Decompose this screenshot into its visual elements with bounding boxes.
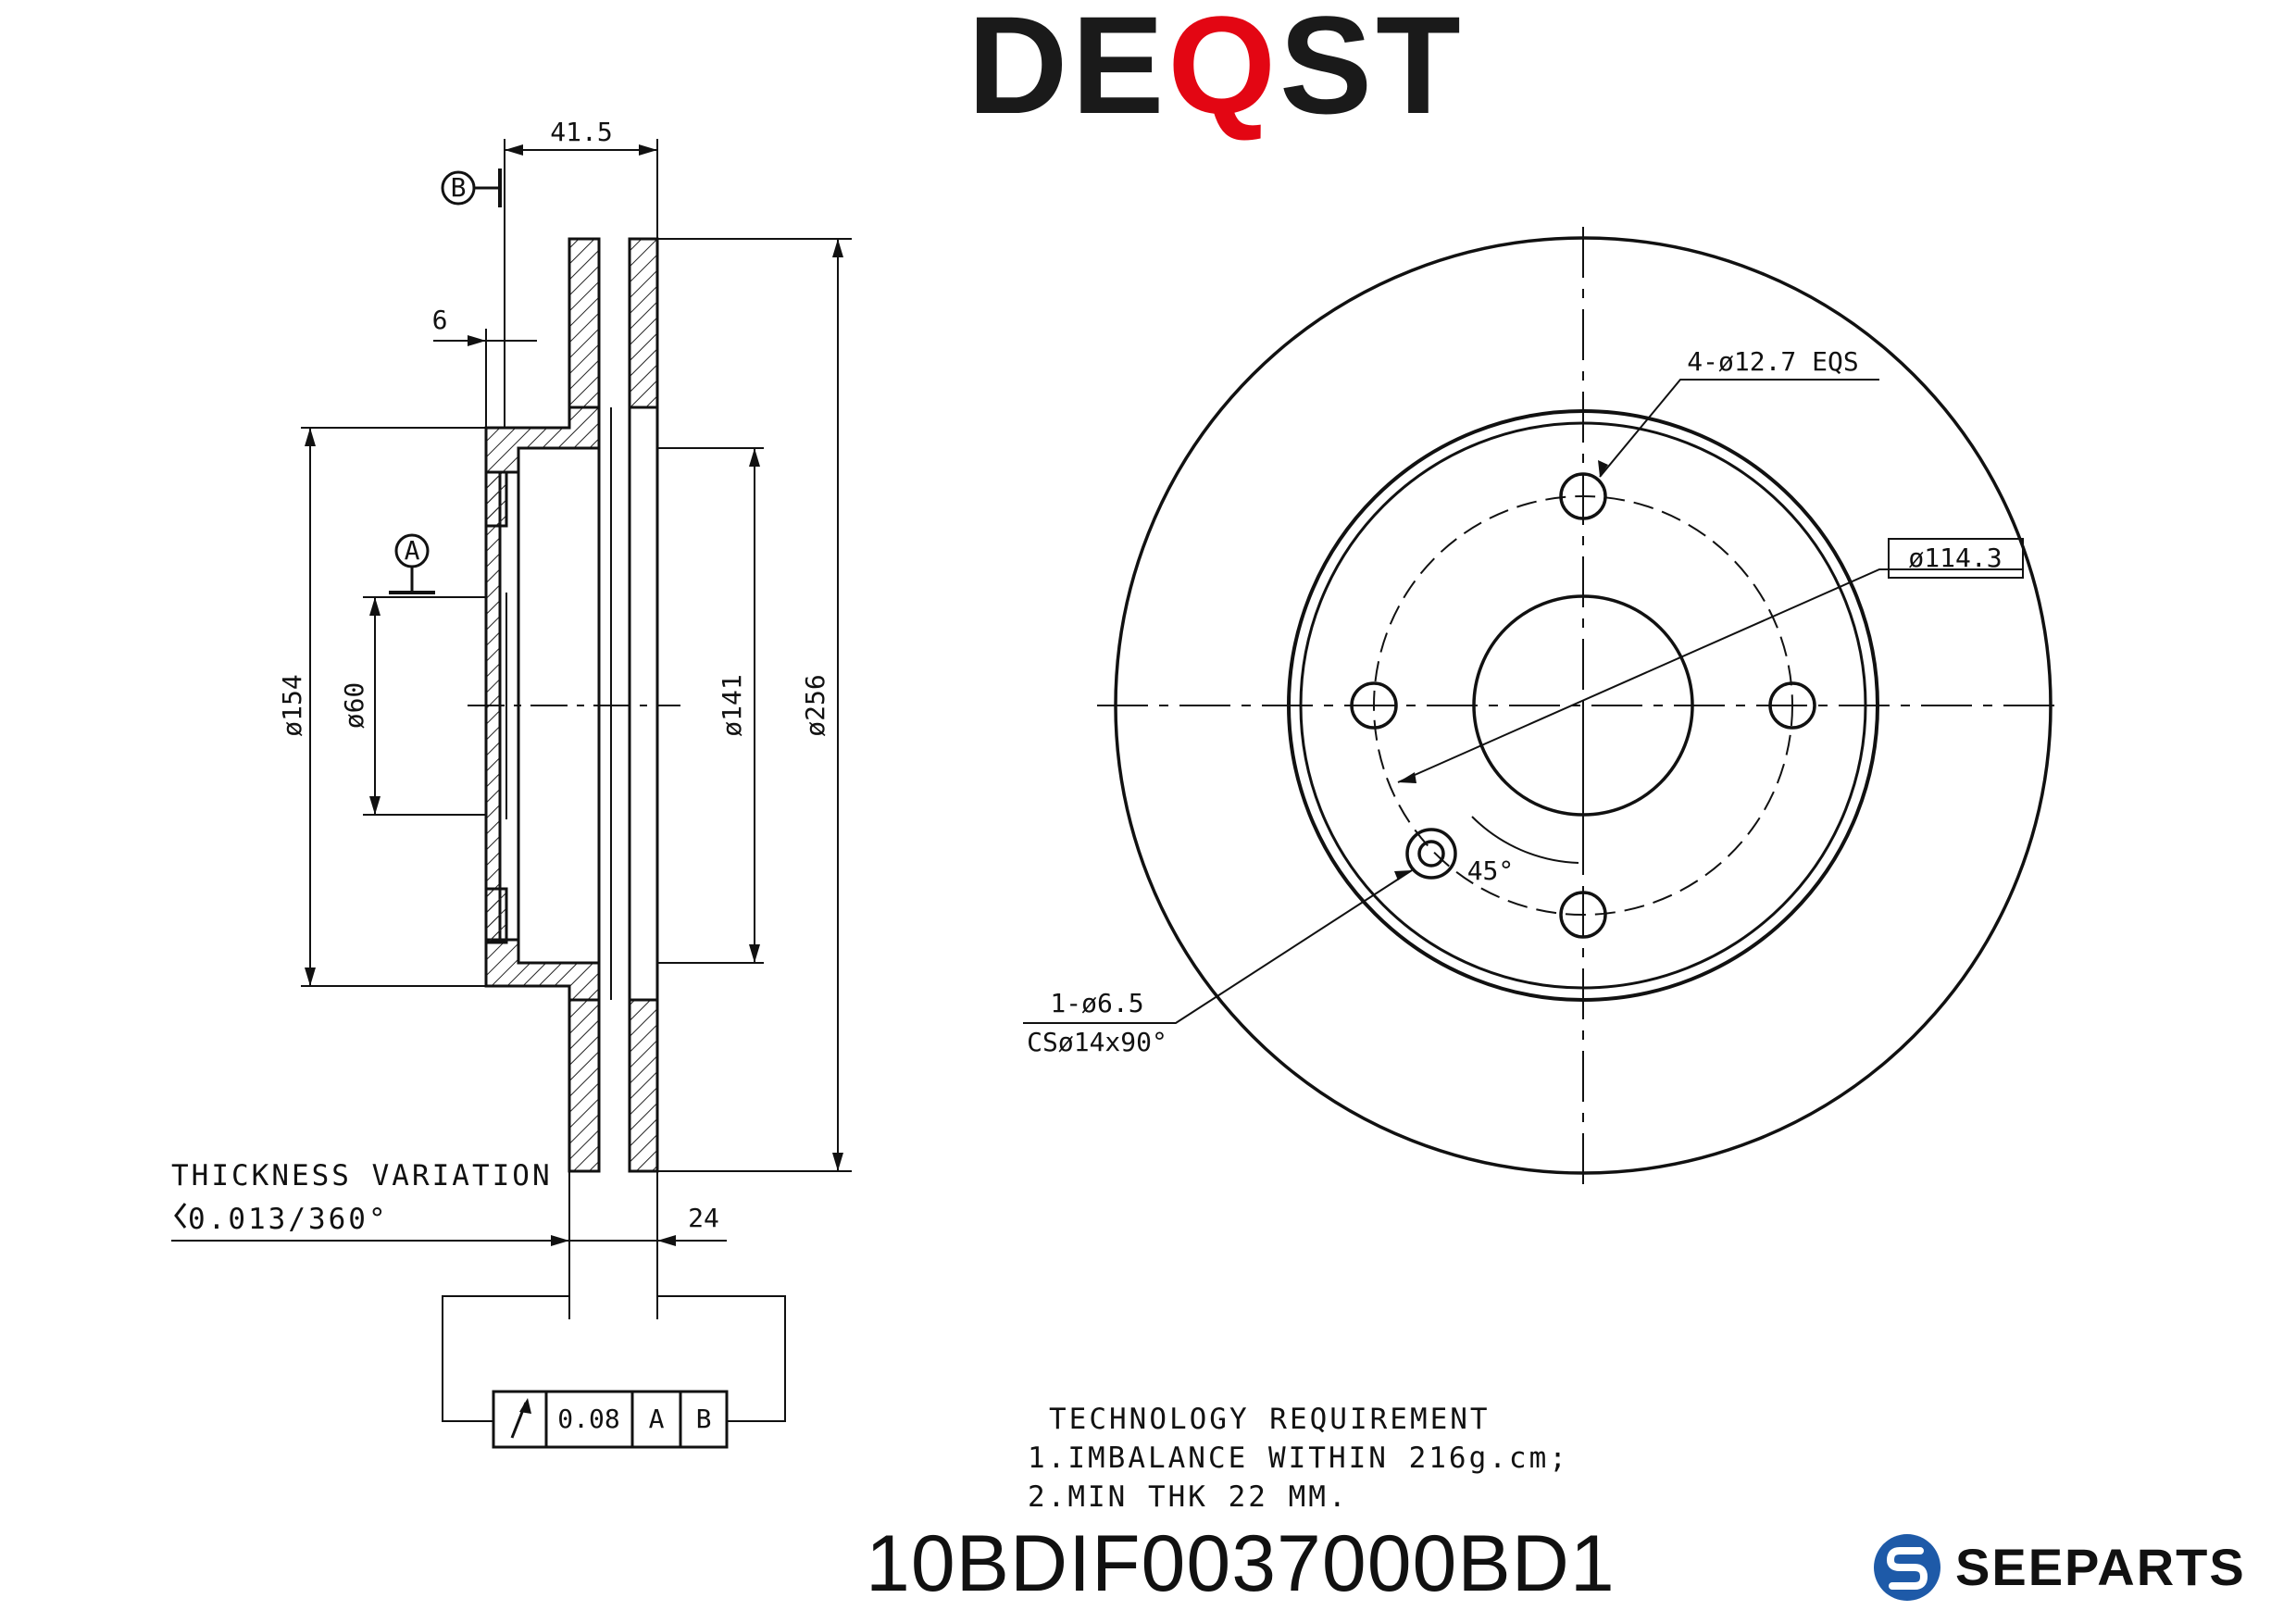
pin-hole-outer xyxy=(1405,828,1457,880)
dim-d60: ø60 xyxy=(339,682,369,730)
brand-logo-pre: DE xyxy=(967,0,1168,143)
dim-flange: 6 xyxy=(432,305,448,335)
tolerance-value: 0.08 xyxy=(557,1404,619,1434)
brand-logo-accent: Q xyxy=(1167,0,1280,143)
hat-top xyxy=(484,406,601,474)
outer-friction-plate-bottom xyxy=(628,998,659,1173)
runout-arrow-icon xyxy=(510,1398,531,1439)
dim-d141: ø141 xyxy=(717,674,747,736)
seeparts-text: SEEPARTS xyxy=(1955,1538,2246,1596)
hat-bottom xyxy=(484,938,601,1002)
pin-hole-inner xyxy=(1417,840,1445,868)
tolerance-datum-1: A xyxy=(649,1404,665,1434)
dim-hub-height: 41.5 xyxy=(550,117,612,147)
hub-face-bottom xyxy=(484,887,508,944)
thickness-variation-value: 0.013/360° xyxy=(188,1203,389,1236)
datum-a-label: A xyxy=(405,535,420,566)
dim-angle: 45° xyxy=(1467,855,1515,886)
brand-logo-post: ST xyxy=(1279,0,1465,143)
inner-friction-plate xyxy=(568,237,601,409)
dim-d256: ø256 xyxy=(800,674,830,736)
inner-friction-plate-bottom xyxy=(568,998,601,1173)
datum-b-label: B xyxy=(451,172,467,203)
dim-d154: ø154 xyxy=(277,674,307,736)
tolerance-frame xyxy=(492,1390,729,1449)
dim-bolt-holes: 4-ø12.7 EQS xyxy=(1687,346,1858,377)
brand-logo: DEQST xyxy=(967,0,1465,134)
dim-pcd: ø114.3 xyxy=(1908,543,2002,573)
dim-pin-hole-1: 1-ø6.5 xyxy=(1050,988,1143,1018)
thickness-variation-title: THICKNESS VARIATION xyxy=(171,1159,553,1192)
hub-face-top xyxy=(484,470,508,528)
tech-line-2: 2.MIN THK 22 MM. xyxy=(1028,1480,1349,1514)
seeparts-logo-icon xyxy=(1874,1533,1940,1601)
part-number: 10BDIF0037000BD1 xyxy=(866,1519,1616,1608)
seeparts-logo: SEEPARTS xyxy=(1872,1532,2246,1602)
section-view xyxy=(484,237,659,1173)
tech-title: TECHNOLOGY REQUIREMENT xyxy=(1049,1403,1491,1436)
dim-thickness: 24 xyxy=(688,1203,719,1233)
outer-friction-plate xyxy=(628,237,659,409)
dim-pin-hole-2: CSø14x90° xyxy=(1027,1027,1167,1057)
tolerance-datum-2: B xyxy=(696,1404,712,1434)
tech-line-1: 1.IMBALANCE WITHIN 216g.cm; xyxy=(1028,1442,1569,1475)
